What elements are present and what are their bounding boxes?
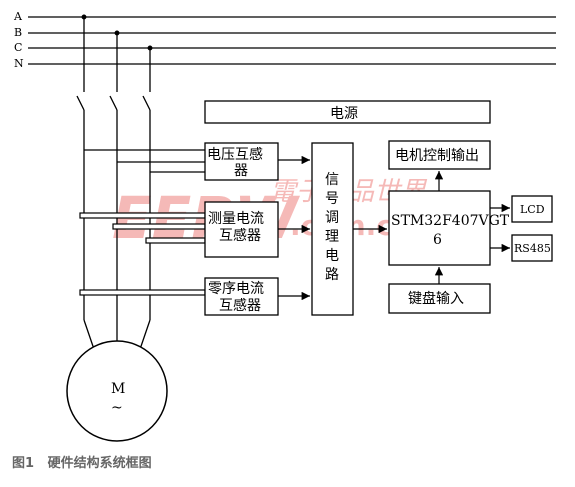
voltage-transformer-box	[204, 142, 279, 181]
signal-char-1: 信	[325, 172, 339, 188]
motor-control-output-box	[388, 140, 491, 170]
motor-symbol: ~	[111, 400, 123, 416]
mcu-line1: STM32F407VGT	[391, 213, 510, 229]
phase-label-a: A	[13, 10, 23, 23]
measure-transformer-line1: 测量电流	[208, 211, 264, 227]
zero-seq-transformer-box	[204, 277, 279, 316]
signal-char-5: 电	[325, 248, 339, 264]
zero-seq-line1: 零序电流	[208, 281, 264, 297]
signal-arrows	[278, 155, 510, 301]
mcu-box	[388, 190, 491, 266]
phase-label-b: B	[14, 26, 22, 39]
signal-char-6: 路	[325, 267, 339, 283]
phase-label-n: N	[14, 57, 24, 70]
motor-control-output-label: 电机控制输出	[395, 148, 479, 164]
measure-transformer-line2: 互感器	[219, 227, 261, 244]
mcu-line2: 6	[433, 232, 442, 248]
voltage-taps	[84, 149, 205, 173]
rs485-box	[511, 234, 553, 262]
voltage-transformer-line2: 器	[234, 163, 248, 179]
figure-title: 硬件结构系统框图	[47, 456, 152, 471]
bus-lines	[28, 16, 556, 65]
keyboard-input-label: 键盘输入	[408, 290, 464, 307]
figure-caption: 图1 硬件结构系统框图	[12, 452, 152, 471]
lcd-label: LCD	[520, 203, 545, 216]
figure-number: 图1	[12, 456, 35, 471]
power-box	[204, 100, 491, 124]
phase-label-c: C	[14, 41, 22, 54]
signal-conditioning-box	[311, 142, 354, 316]
lcd-box	[511, 195, 553, 223]
motor-label: M	[111, 381, 125, 397]
zero-seq-line2: 互感器	[219, 297, 261, 314]
signal-char-3: 调	[325, 210, 339, 226]
voltage-transformer-line1: 电压互感	[207, 146, 263, 163]
power-label: 电源	[330, 106, 358, 122]
measure-current-transformer-box	[204, 201, 279, 258]
keyboard-input-box	[388, 283, 491, 314]
rs485-label: RS485	[514, 242, 551, 255]
motor: M ~	[66, 340, 168, 442]
signal-char-2: 号	[325, 191, 339, 207]
signal-char-4: 理	[325, 229, 339, 245]
current-sensor-rods	[79, 212, 206, 296]
